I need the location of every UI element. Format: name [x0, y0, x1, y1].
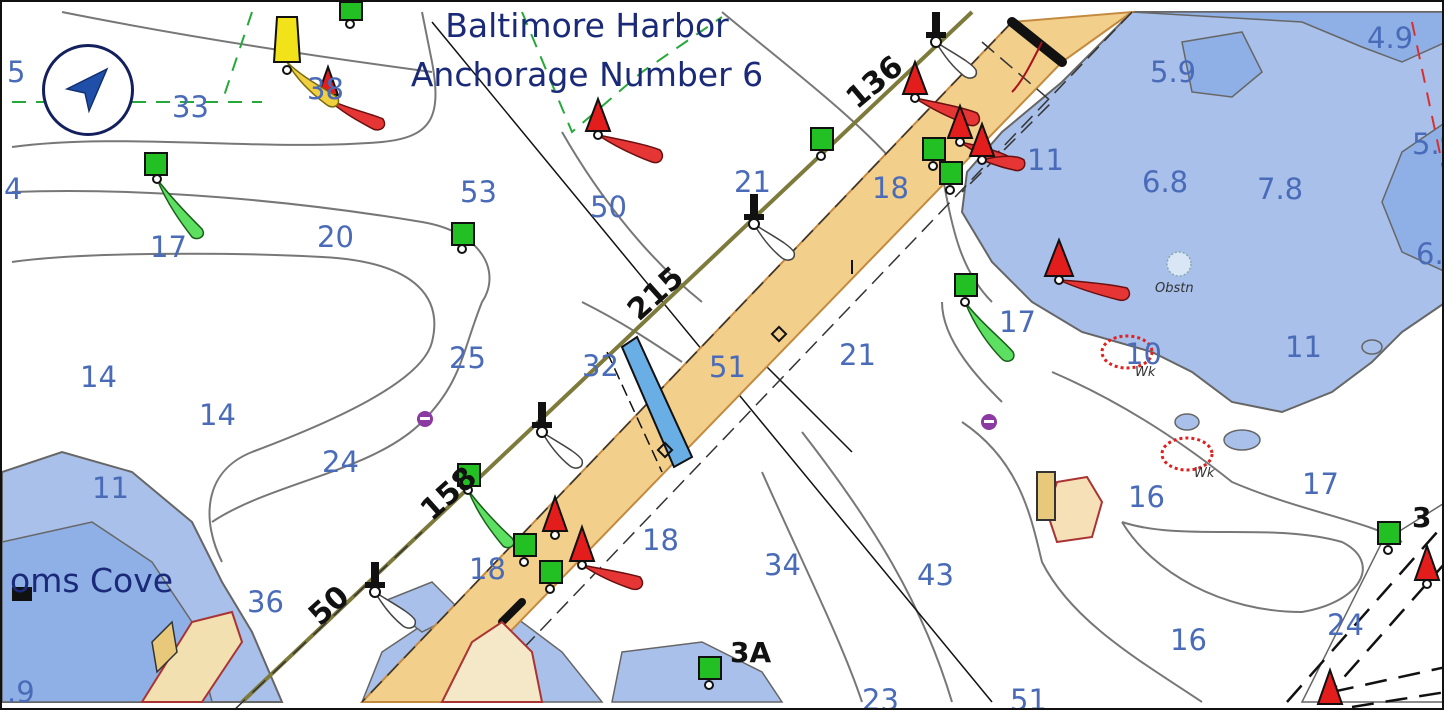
- hazard-tags: Obstn Wk Wk: [1135, 281, 1215, 481]
- sounding-label: 14: [199, 398, 236, 432]
- sounding-label: 24: [1327, 608, 1364, 642]
- sounding-label: 11: [92, 471, 129, 505]
- sounding-label: 36: [247, 585, 284, 619]
- sounding-label: 34: [764, 548, 801, 582]
- lit-beacons: [12, 12, 978, 629]
- sounding-label: 6.: [1416, 237, 1444, 271]
- buoy-id-label: 3A: [730, 636, 771, 669]
- buoy-id-labels: 3A 3: [730, 501, 1431, 669]
- sounding-label: 4: [4, 172, 22, 206]
- anchorage-label: Anchorage Number 6: [411, 55, 763, 94]
- sounding-label: 50: [590, 190, 627, 224]
- hazard-markers: [417, 251, 1214, 472]
- landmark-building: [1036, 471, 1104, 544]
- sounding-label: 51: [1010, 683, 1047, 710]
- sounding-label: 5: [7, 55, 25, 89]
- sounding-label: 5.9: [1412, 127, 1444, 161]
- sounding-label: 43: [917, 558, 954, 592]
- sounding-label: 25: [449, 341, 486, 375]
- wreck-tag: Wk: [1194, 466, 1215, 481]
- sounding-label: 53: [460, 175, 497, 209]
- sounding-label: 17: [150, 230, 187, 264]
- compass-button[interactable]: [42, 44, 134, 136]
- sounding-label: 51: [709, 350, 746, 384]
- buoy-id-label: 3: [1412, 501, 1431, 534]
- sounding-label: 18: [469, 552, 506, 586]
- bridge-span: [606, 335, 694, 473]
- route-leg-label: 50: [302, 579, 356, 633]
- recommended-route: [235, 10, 974, 708]
- cove-label: oms Cove: [10, 561, 173, 600]
- sounding-label: 23: [862, 683, 899, 710]
- sounding-label: 11: [1027, 143, 1064, 177]
- pier-structures: [140, 610, 544, 703]
- sounding-label: 38: [307, 72, 344, 106]
- starboard-markers: [144, 2, 1401, 690]
- sounding-label: 4.9: [1367, 21, 1413, 55]
- depth-soundings: 5 33 38 17 20 53 50 21 18 11 6.8 7.8 5.9…: [4, 21, 1444, 710]
- place-labels: Baltimore Harbor Anchorage Number 6 oms …: [10, 6, 763, 600]
- sounding-label: 32: [582, 349, 619, 383]
- sounding-label: 16: [1170, 623, 1207, 657]
- depth-contours: [11, 11, 1403, 703]
- route-leg-label: 215: [621, 260, 691, 328]
- channel-edge-markers: [656, 260, 853, 459]
- sounding-label: 21: [734, 165, 771, 199]
- sounding-label: 14: [80, 360, 117, 394]
- sounding-label: 18: [642, 523, 679, 557]
- sounding-label: 10: [1125, 337, 1162, 371]
- sounding-label: 6.8: [1142, 165, 1188, 199]
- harbor-label: Baltimore Harbor: [445, 6, 729, 45]
- wreck-tag: Wk: [1135, 365, 1156, 380]
- navigation-arrow-icon: [64, 67, 109, 114]
- sounding-label: 16: [1128, 480, 1165, 514]
- sounding-label: .9: [7, 675, 35, 709]
- sounding-label: 24: [322, 445, 359, 479]
- obstruction-tag: Obstn: [1155, 281, 1194, 296]
- sounding-label: 18: [872, 171, 909, 205]
- sounding-label: 11: [1285, 330, 1322, 364]
- sounding-label: 7.8: [1257, 172, 1303, 206]
- special-mark: [272, 16, 340, 108]
- sounding-label: 33: [172, 90, 209, 124]
- sounding-label: 20: [317, 220, 354, 254]
- sounding-label: 5.9: [1150, 55, 1196, 89]
- sounding-label: 17: [999, 305, 1036, 339]
- port-markers: [316, 59, 1441, 705]
- sounding-label: 21: [839, 338, 876, 372]
- sounding-label: 17: [1302, 467, 1339, 501]
